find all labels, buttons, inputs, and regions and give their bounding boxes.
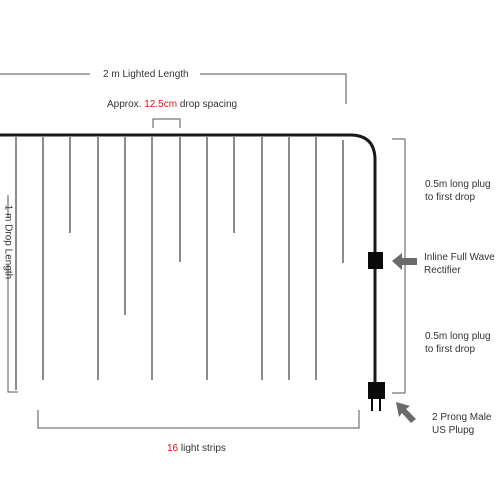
- strips-bracket: [37, 410, 360, 429]
- strip-count-suffix: light strips: [180, 443, 226, 454]
- light-drops: [15, 137, 344, 390]
- plug-label-line2: US Plupg: [432, 425, 475, 436]
- plug-icon: [368, 382, 385, 411]
- drop-length-dimension: [7, 195, 18, 393]
- lighted-length-label: 2 m Lighted Length: [103, 69, 189, 80]
- plug-label: 2 Prong Male US Plupg: [432, 411, 491, 437]
- lighted-length-dimension: [0, 73, 347, 104]
- main-cable: [0, 133, 377, 382]
- drop-spacing-suffix: drop spacing: [179, 99, 238, 110]
- plug-to-first-drop-top-line1: 0.5m long plug: [425, 179, 491, 190]
- drop-spacing-value: 12.5cm: [144, 99, 178, 110]
- strip-count-label: 16 light strips: [167, 442, 226, 455]
- rectifier-label: Inline Full Wave Rectifier: [424, 251, 495, 277]
- plug-to-first-drop-top-line2: to first drop: [425, 192, 476, 203]
- plug-to-first-drop-bottom-line1: 0.5m long plug: [425, 331, 491, 342]
- strip-count-value: 16: [167, 443, 179, 454]
- drop-spacing-bracket: [152, 118, 181, 128]
- rectifier-box-icon: [368, 252, 383, 269]
- plug-length-bracket: [392, 138, 406, 394]
- plug-to-first-drop-bottom: 0.5m long plug to first drop: [425, 330, 491, 356]
- drop-length-label: 1 m Drop Length: [2, 204, 14, 280]
- plug-to-first-drop-top: 0.5m long plug to first drop: [425, 178, 491, 204]
- drop-spacing-prefix: Approx.: [107, 99, 142, 110]
- drop-spacing-label: Approx. 12.5cm drop spacing: [107, 98, 237, 111]
- arrow-icon: [396, 402, 416, 423]
- rectifier-label-line2: Rectifier: [424, 265, 461, 276]
- plug-to-first-drop-bottom-line2: to first drop: [425, 344, 476, 355]
- plug-label-line1: 2 Prong Male: [432, 412, 492, 423]
- rectifier-label-line1: Inline Full Wave: [424, 252, 495, 263]
- arrow-icon: [392, 253, 417, 270]
